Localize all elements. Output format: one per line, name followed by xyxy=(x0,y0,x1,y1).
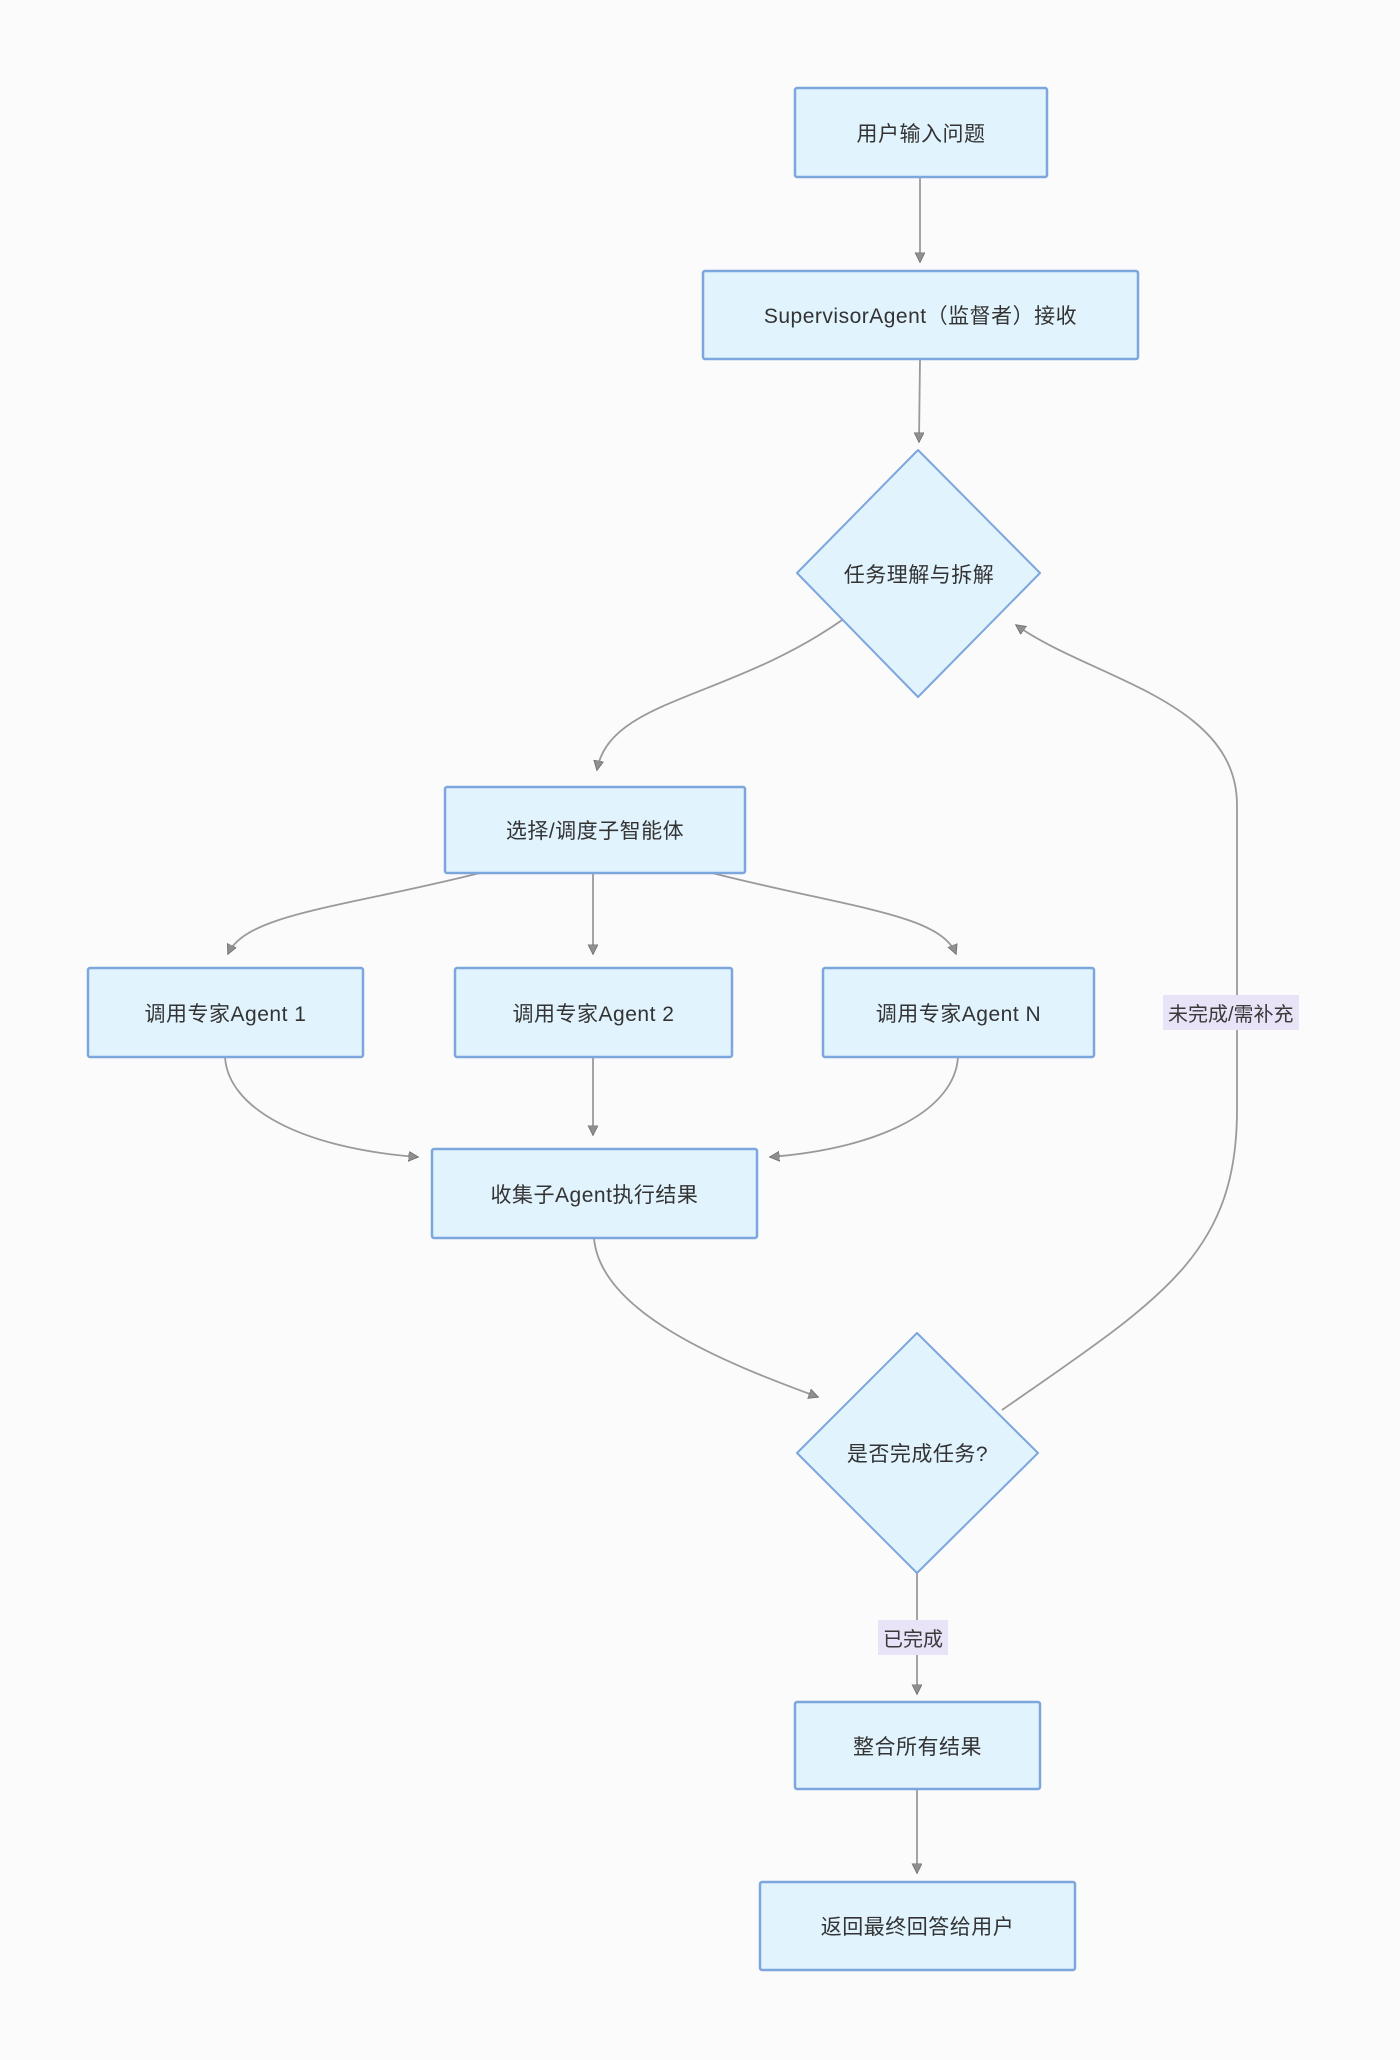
edge-select-to-agent1 xyxy=(228,872,481,954)
edge-collect-to-donecheck xyxy=(593,1237,818,1397)
edge-supervisor-to-understand xyxy=(919,358,920,442)
node-select-shape xyxy=(443,785,747,875)
node-supervisor-shape xyxy=(701,269,1140,361)
edge-select-to-agentN xyxy=(711,872,956,954)
node-user-input-shape xyxy=(793,86,1049,179)
node-collect-shape xyxy=(430,1147,759,1240)
node-agent1-shape xyxy=(86,966,365,1059)
edge-agentN-to-collect xyxy=(770,1056,959,1157)
node-merge-shape xyxy=(793,1700,1042,1791)
node-agentN-shape xyxy=(821,966,1096,1059)
edge-donecheck-to-understand-return xyxy=(1001,625,1238,1411)
node-final-shape xyxy=(758,1880,1077,1972)
node-agent2-shape xyxy=(453,966,734,1059)
node-understand-shape xyxy=(796,449,1041,698)
edge-understand-to-select xyxy=(597,617,846,770)
node-donecheck-shape xyxy=(796,1332,1039,1574)
edge-agent1-to-collect xyxy=(224,1056,418,1157)
